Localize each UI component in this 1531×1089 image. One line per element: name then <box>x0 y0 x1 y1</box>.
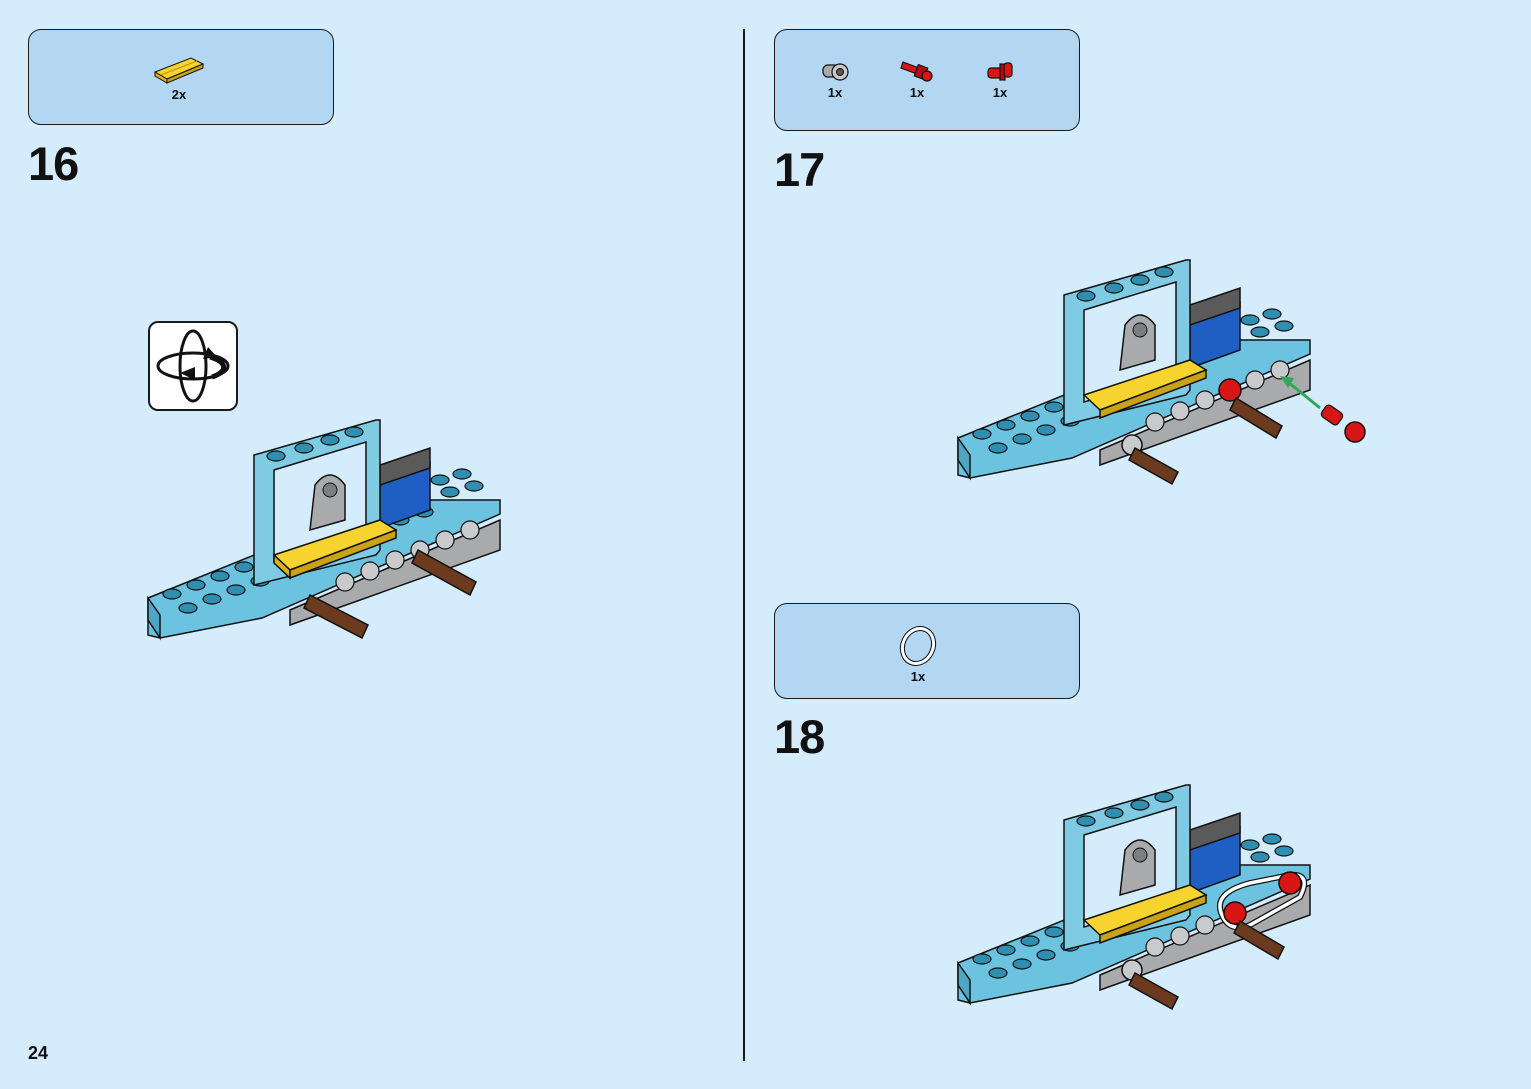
page-number: 24 <box>28 1043 49 1063</box>
step-number: 16 <box>28 137 79 190</box>
model-step-16 <box>147 419 501 641</box>
parts-box-step-18: 1x <box>774 603 1080 699</box>
parts-box-step-17: 1x 1x 1x <box>774 29 1080 131</box>
model-step-17 <box>957 259 1366 486</box>
page-divider <box>743 29 745 1061</box>
part-entry: 1x <box>897 56 937 100</box>
part-quantity: 1x <box>910 669 926 684</box>
yellow-tile-2x4-icon <box>153 57 205 84</box>
rotate-model-icon <box>148 321 238 411</box>
red-pin-icon <box>987 62 1013 81</box>
part-entry: 1x <box>980 58 1020 100</box>
red-axle-pin-icon <box>900 61 933 82</box>
part-quantity: 1x <box>827 85 843 100</box>
parts-box-step-16: 2x <box>28 29 334 125</box>
part-quantity: 1x <box>909 85 925 100</box>
step-number: 18 <box>774 710 825 763</box>
part-entry: 1x <box>815 58 855 100</box>
step-number: 17 <box>774 143 825 196</box>
part-quantity: 1x <box>992 85 1008 100</box>
model-step-18 <box>957 784 1311 1011</box>
part-entry: 2x <box>149 54 209 102</box>
part-entry: 1x <box>898 624 938 684</box>
gray-pin-connector-icon <box>822 63 849 81</box>
white-rubber-band-icon <box>899 625 937 667</box>
part-quantity: 2x <box>171 87 187 102</box>
